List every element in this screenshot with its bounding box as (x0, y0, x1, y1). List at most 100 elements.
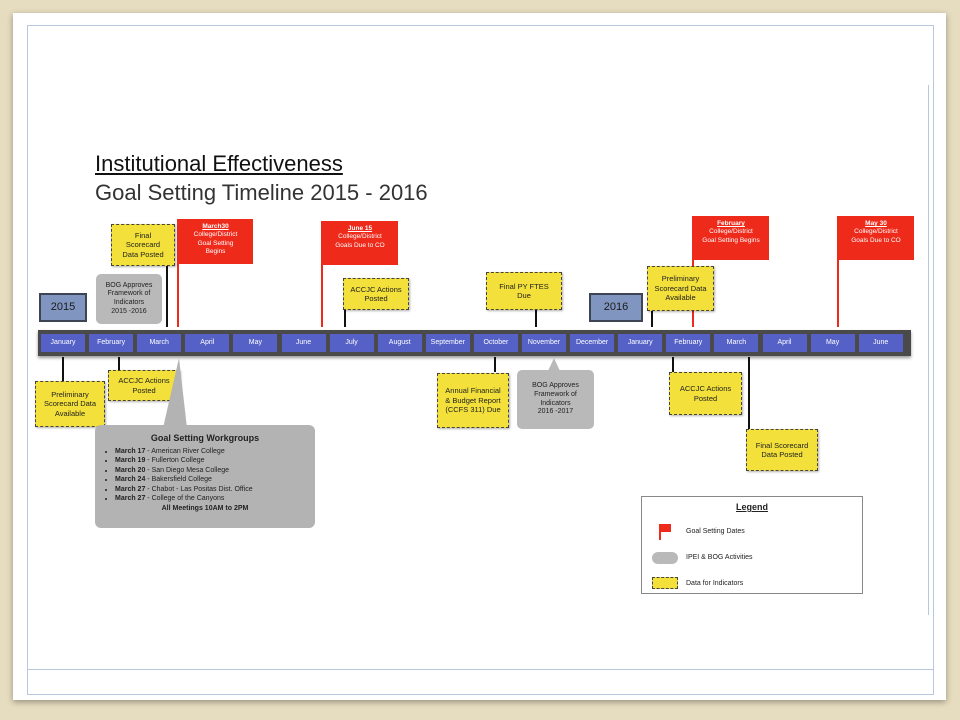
flag-goal-setting-begins-2016: February College/District Goal Setting B… (693, 216, 769, 260)
month-january-12: January (618, 334, 663, 352)
event-line: Available (665, 293, 696, 303)
workgroup-date: March 27 (115, 485, 146, 493)
event-line: BOG Approves (105, 281, 153, 289)
title-line-1: Institutional Effectiveness (95, 151, 343, 176)
event-line: (CCFS 311) Due (445, 405, 501, 415)
event-line: Data Posted (122, 249, 164, 259)
flag-line: College/District (854, 228, 898, 236)
workgroups-title: Goal Setting Workgroups (150, 433, 260, 443)
month-february-1: February (89, 334, 134, 352)
event-line: Annual Financial (445, 386, 501, 396)
workgroup-college: - Bakersfield College (145, 476, 212, 484)
workgroup-date: March 19 (115, 457, 146, 465)
connector-stem (118, 357, 120, 371)
event-line: Data Posted (761, 450, 803, 459)
flag-line: Goal Setting (197, 239, 234, 247)
workgroup-item: March 20 - San Diego Mesa College (115, 466, 305, 475)
workgroups-callout-pointer (163, 358, 187, 428)
workgroup-item: March 27 - Chabot - Las Positas Dist. Of… (115, 485, 305, 494)
goal-setting-workgroups-callout: Goal Setting Workgroups March 17 - Ameri… (95, 425, 315, 528)
month-april-15: April (762, 334, 807, 352)
event-line: & Budget Report (445, 395, 501, 405)
flag-date: June 15 (347, 225, 373, 232)
event-line: Indicators (113, 299, 145, 306)
workgroup-college: - Fullerton College (145, 457, 205, 465)
yellow-data-swatch-icon (652, 577, 678, 589)
month-october-9: October (473, 334, 518, 352)
year-2015: 2015 (39, 293, 87, 322)
event-line: Final Scorecard (755, 440, 809, 450)
month-november-10: November (522, 334, 566, 352)
flag-line: Goal Setting Begins (702, 236, 760, 244)
flag-goals-due-2015: June 15 College/District Goals Due to CO (322, 221, 398, 265)
bottom-rule (27, 669, 933, 670)
flag-line: College/District (709, 228, 753, 236)
workgroup-item: March 19 - Fullerton College (115, 456, 305, 465)
event-line: Preliminary (51, 389, 89, 399)
month-december-11: December (570, 334, 615, 352)
event-line: Indicators (540, 399, 571, 407)
month-march-14: March (714, 334, 759, 352)
event-line: ACCJC Actions (679, 384, 732, 394)
flag-line: Begins (205, 248, 226, 256)
flag-goals-due-2016: May 30 College/District Goals Due to CO (838, 216, 914, 260)
month-january-0: January (41, 334, 85, 352)
flag-pole (177, 219, 179, 327)
workgroup-college: - American River College (145, 448, 225, 455)
connector-stem (672, 357, 674, 372)
event-line: Preliminary (661, 274, 700, 284)
month-february-13: February (666, 334, 711, 352)
month-july-6: July (329, 334, 374, 352)
flag-line: College/District (338, 233, 382, 241)
month-august-7: August (377, 334, 422, 352)
flag-icon (659, 524, 671, 540)
flag-pole (321, 221, 323, 327)
event-line: Posted (132, 385, 156, 395)
event-line: Available (54, 408, 86, 418)
event-line: Framework of (534, 390, 577, 398)
workgroup-date: March 17 (115, 448, 146, 455)
flag-line: College/District (193, 231, 238, 239)
event-line: Framework of (107, 290, 151, 298)
event-line: Scorecard Data (43, 399, 97, 409)
workgroup-item: March 17 - American River College (115, 447, 305, 456)
event-line: ACCJC Actions (350, 284, 402, 294)
event-line: Final PY FTES (499, 281, 549, 291)
legend-data-for-indicators: Data for Indicators (686, 580, 744, 587)
event-line: ACCJC Actions (118, 376, 170, 386)
right-rule (928, 85, 929, 615)
workgroup-college: - College of the Canyons (145, 495, 225, 503)
bog-2016-pointer (548, 358, 560, 371)
event-line: Posted (364, 294, 388, 303)
gray-activity-swatch-icon (652, 552, 678, 564)
month-june-17: June (858, 334, 903, 352)
flag-goal-setting-begins-2015: March30 College/District Goal Setting Be… (178, 219, 253, 264)
event-line: BOG Approves (532, 382, 579, 389)
workgroups-footer: All Meetings 10AM to 2PM (161, 504, 249, 512)
legend-ipei-bog-activities: IPEI & BOG Activities (686, 554, 753, 561)
slide-border (27, 25, 934, 695)
flag-date: March30 (202, 223, 229, 230)
month-march-2: March (137, 334, 182, 352)
month-may-16: May (810, 334, 855, 352)
connector-stem (62, 357, 64, 381)
connector-stem (166, 265, 168, 327)
flag-pole (837, 216, 839, 327)
legend-title: Legend (735, 502, 768, 512)
flag-date: February (717, 220, 745, 227)
event-annual-financial-budget-report: Annual Financial& Budget Report(CCFS 311… (437, 373, 509, 428)
event-line: Due (517, 291, 531, 300)
flag-line: Goals Due to CO (335, 241, 385, 249)
workgroup-date: March 20 (115, 466, 146, 474)
connector-stem (535, 309, 537, 327)
event-line: Scorecard Data (654, 283, 707, 293)
